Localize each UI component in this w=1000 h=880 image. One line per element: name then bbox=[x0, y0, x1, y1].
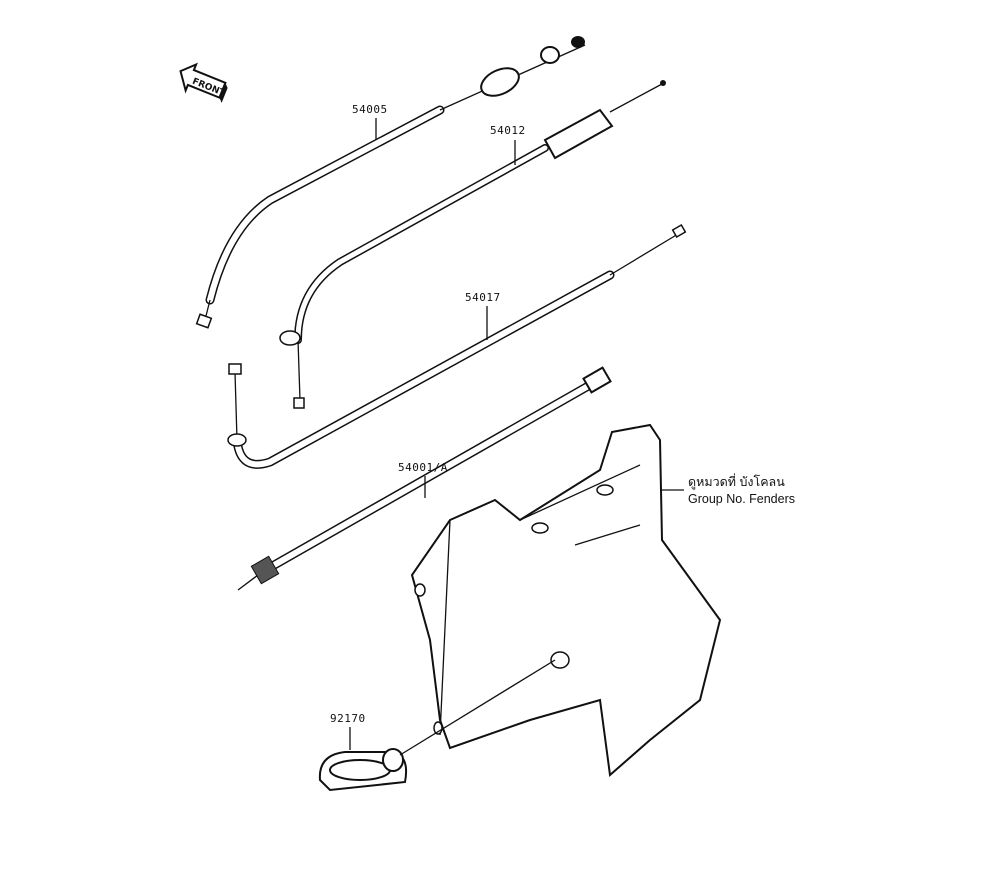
note-english: Group No. Fenders bbox=[688, 492, 795, 506]
part-label-54017: 54017 bbox=[465, 291, 501, 304]
fender-outline bbox=[410, 423, 722, 777]
grommet-92170 bbox=[318, 659, 556, 792]
note-thai: ดูหมวดที่ บังโคลน bbox=[688, 475, 785, 489]
fender-reference-note: ดูหมวดที่ บังโคลน Group No. Fenders bbox=[688, 474, 795, 508]
cable-54005 bbox=[195, 36, 586, 329]
front-arrow-icon: FRONT bbox=[179, 62, 228, 103]
cable-54012 bbox=[279, 80, 666, 409]
cable-54001a bbox=[237, 366, 612, 591]
part-label-54012: 54012 bbox=[490, 124, 526, 137]
cable-54017 bbox=[227, 224, 687, 469]
part-label-54001a: 54001/A bbox=[398, 461, 448, 474]
part-label-92170: 92170 bbox=[330, 712, 366, 725]
part-label-54005: 54005 bbox=[352, 103, 388, 116]
